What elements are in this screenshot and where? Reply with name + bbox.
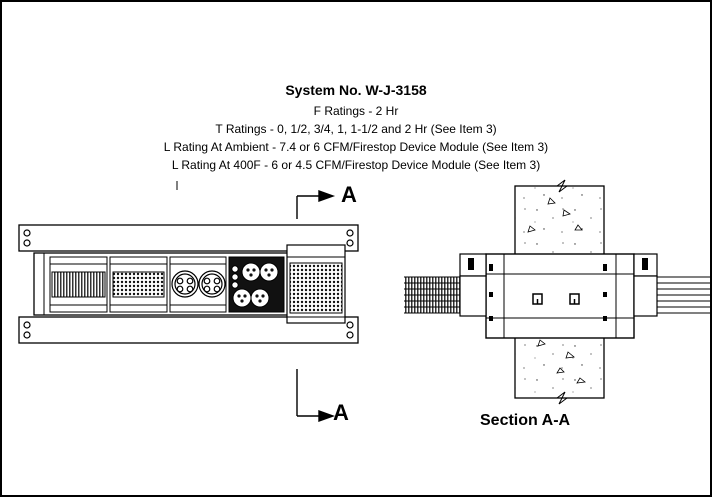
cable-bundle-fill [51, 271, 106, 298]
grid-module [289, 262, 343, 314]
cable-pair [171, 270, 226, 298]
frame-sleeve [485, 253, 635, 339]
section-view [404, 179, 710, 405]
elevation-view [18, 181, 359, 344]
section-cut-marker-top [296, 190, 336, 219]
system-title: System No. W-J-3158 [285, 82, 427, 98]
bottom-flange [18, 316, 359, 344]
section-marker-bottom: A [333, 400, 349, 425]
section-caption: Section A-A [480, 412, 571, 429]
mesh-fill [112, 271, 165, 298]
section-cut-marker-bottom [296, 369, 336, 422]
l-rating-400f-line: L Rating At 400F - 6 or 4.5 CFM/Firestop… [171, 158, 541, 172]
l-rating-ambient-line: L Rating At Ambient - 7.4 or 6 CFM/Fires… [163, 140, 549, 154]
section-marker-top: A [341, 182, 357, 207]
f-rating-line: F Ratings - 2 Hr [313, 104, 399, 118]
t-rating-line: T Ratings - 0, 1/2, 3/4, 1, 1-1/2 and 2 … [215, 122, 497, 136]
